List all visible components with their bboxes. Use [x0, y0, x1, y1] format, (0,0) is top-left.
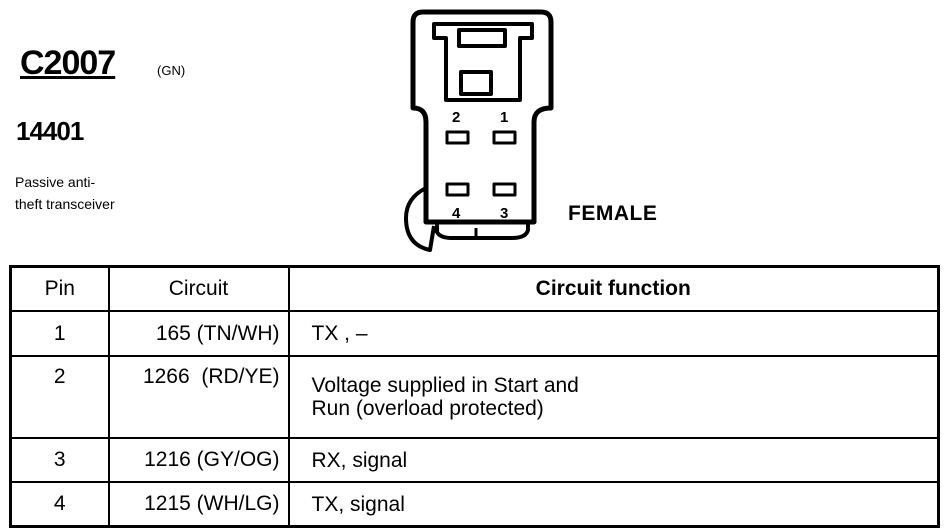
- pin-cell: 3: [9, 437, 110, 483]
- pin-cell: 1: [9, 310, 110, 357]
- connector-face-diagram: 2 1 4 3: [404, 9, 554, 252]
- connector-color-code: (GN): [157, 63, 186, 78]
- table-row: 3 1216 (GY/OG) RX, signal: [9, 437, 940, 483]
- connector-inner-hood: [432, 22, 534, 102]
- latch-window: [457, 28, 507, 48]
- locking-tab: [404, 186, 436, 252]
- function-line: Voltage supplied in Start and: [311, 374, 579, 397]
- function-line: TX , –: [311, 322, 368, 345]
- description-line: theft transceiver: [15, 196, 115, 212]
- table-row: 1 165 (TN/WH) TX , –: [9, 310, 940, 357]
- function-line: TX, signal: [311, 492, 405, 516]
- pin-cavity-2: [445, 130, 470, 145]
- function-cell: TX, signal: [287, 481, 940, 528]
- function-line: Run (overload protected): [311, 397, 544, 420]
- connector-housing-outline: [410, 9, 554, 225]
- circuit-cell: 1215 (WH/LG): [107, 481, 290, 528]
- connector-id: C2007: [20, 44, 116, 82]
- pin-cell: 4: [9, 481, 110, 528]
- pinout-table: Pin Circuit Circuit function 1 165 (TN/W…: [9, 265, 940, 528]
- table-row: 4 1215 (WH/LG) TX, signal: [9, 481, 940, 528]
- pin-label-2: 2: [452, 109, 460, 126]
- connector-description: Passive anti- theft transceiver: [15, 171, 115, 215]
- pin-label-1: 1: [500, 109, 508, 126]
- pin-cell: 2: [9, 355, 110, 439]
- function-cell: TX , –: [287, 310, 940, 357]
- circuit-cell: 1266 (RD/YE): [107, 355, 290, 439]
- function-cell: RX, signal: [287, 437, 940, 483]
- pin-label-3: 3: [500, 205, 508, 222]
- connector-base-rib: [435, 222, 530, 240]
- key-window: [459, 70, 493, 96]
- header-pin: Pin: [9, 265, 110, 312]
- circuit-cell: 1216 (GY/OG): [107, 437, 290, 483]
- header-circuit: Circuit: [107, 265, 290, 312]
- pin-cavity-4: [445, 182, 470, 197]
- table-row: 2 1266 (RD/YE) Voltage supplied in Start…: [9, 355, 940, 439]
- table-header-row: Pin Circuit Circuit function: [9, 265, 940, 312]
- function-cell: Voltage supplied in Start and Run (overl…: [287, 355, 940, 439]
- header-circuit-function: Circuit function: [287, 265, 940, 312]
- function-line: RX, signal: [311, 448, 408, 472]
- description-line: Passive anti-: [15, 174, 96, 190]
- pin-cavity-1: [492, 130, 517, 145]
- pin-cavity-3: [492, 182, 517, 197]
- part-number: 14401: [16, 116, 84, 146]
- connector-gender: FEMALE: [568, 202, 658, 225]
- circuit-cell: 165 (TN/WH): [107, 310, 290, 357]
- pin-label-4: 4: [452, 205, 461, 222]
